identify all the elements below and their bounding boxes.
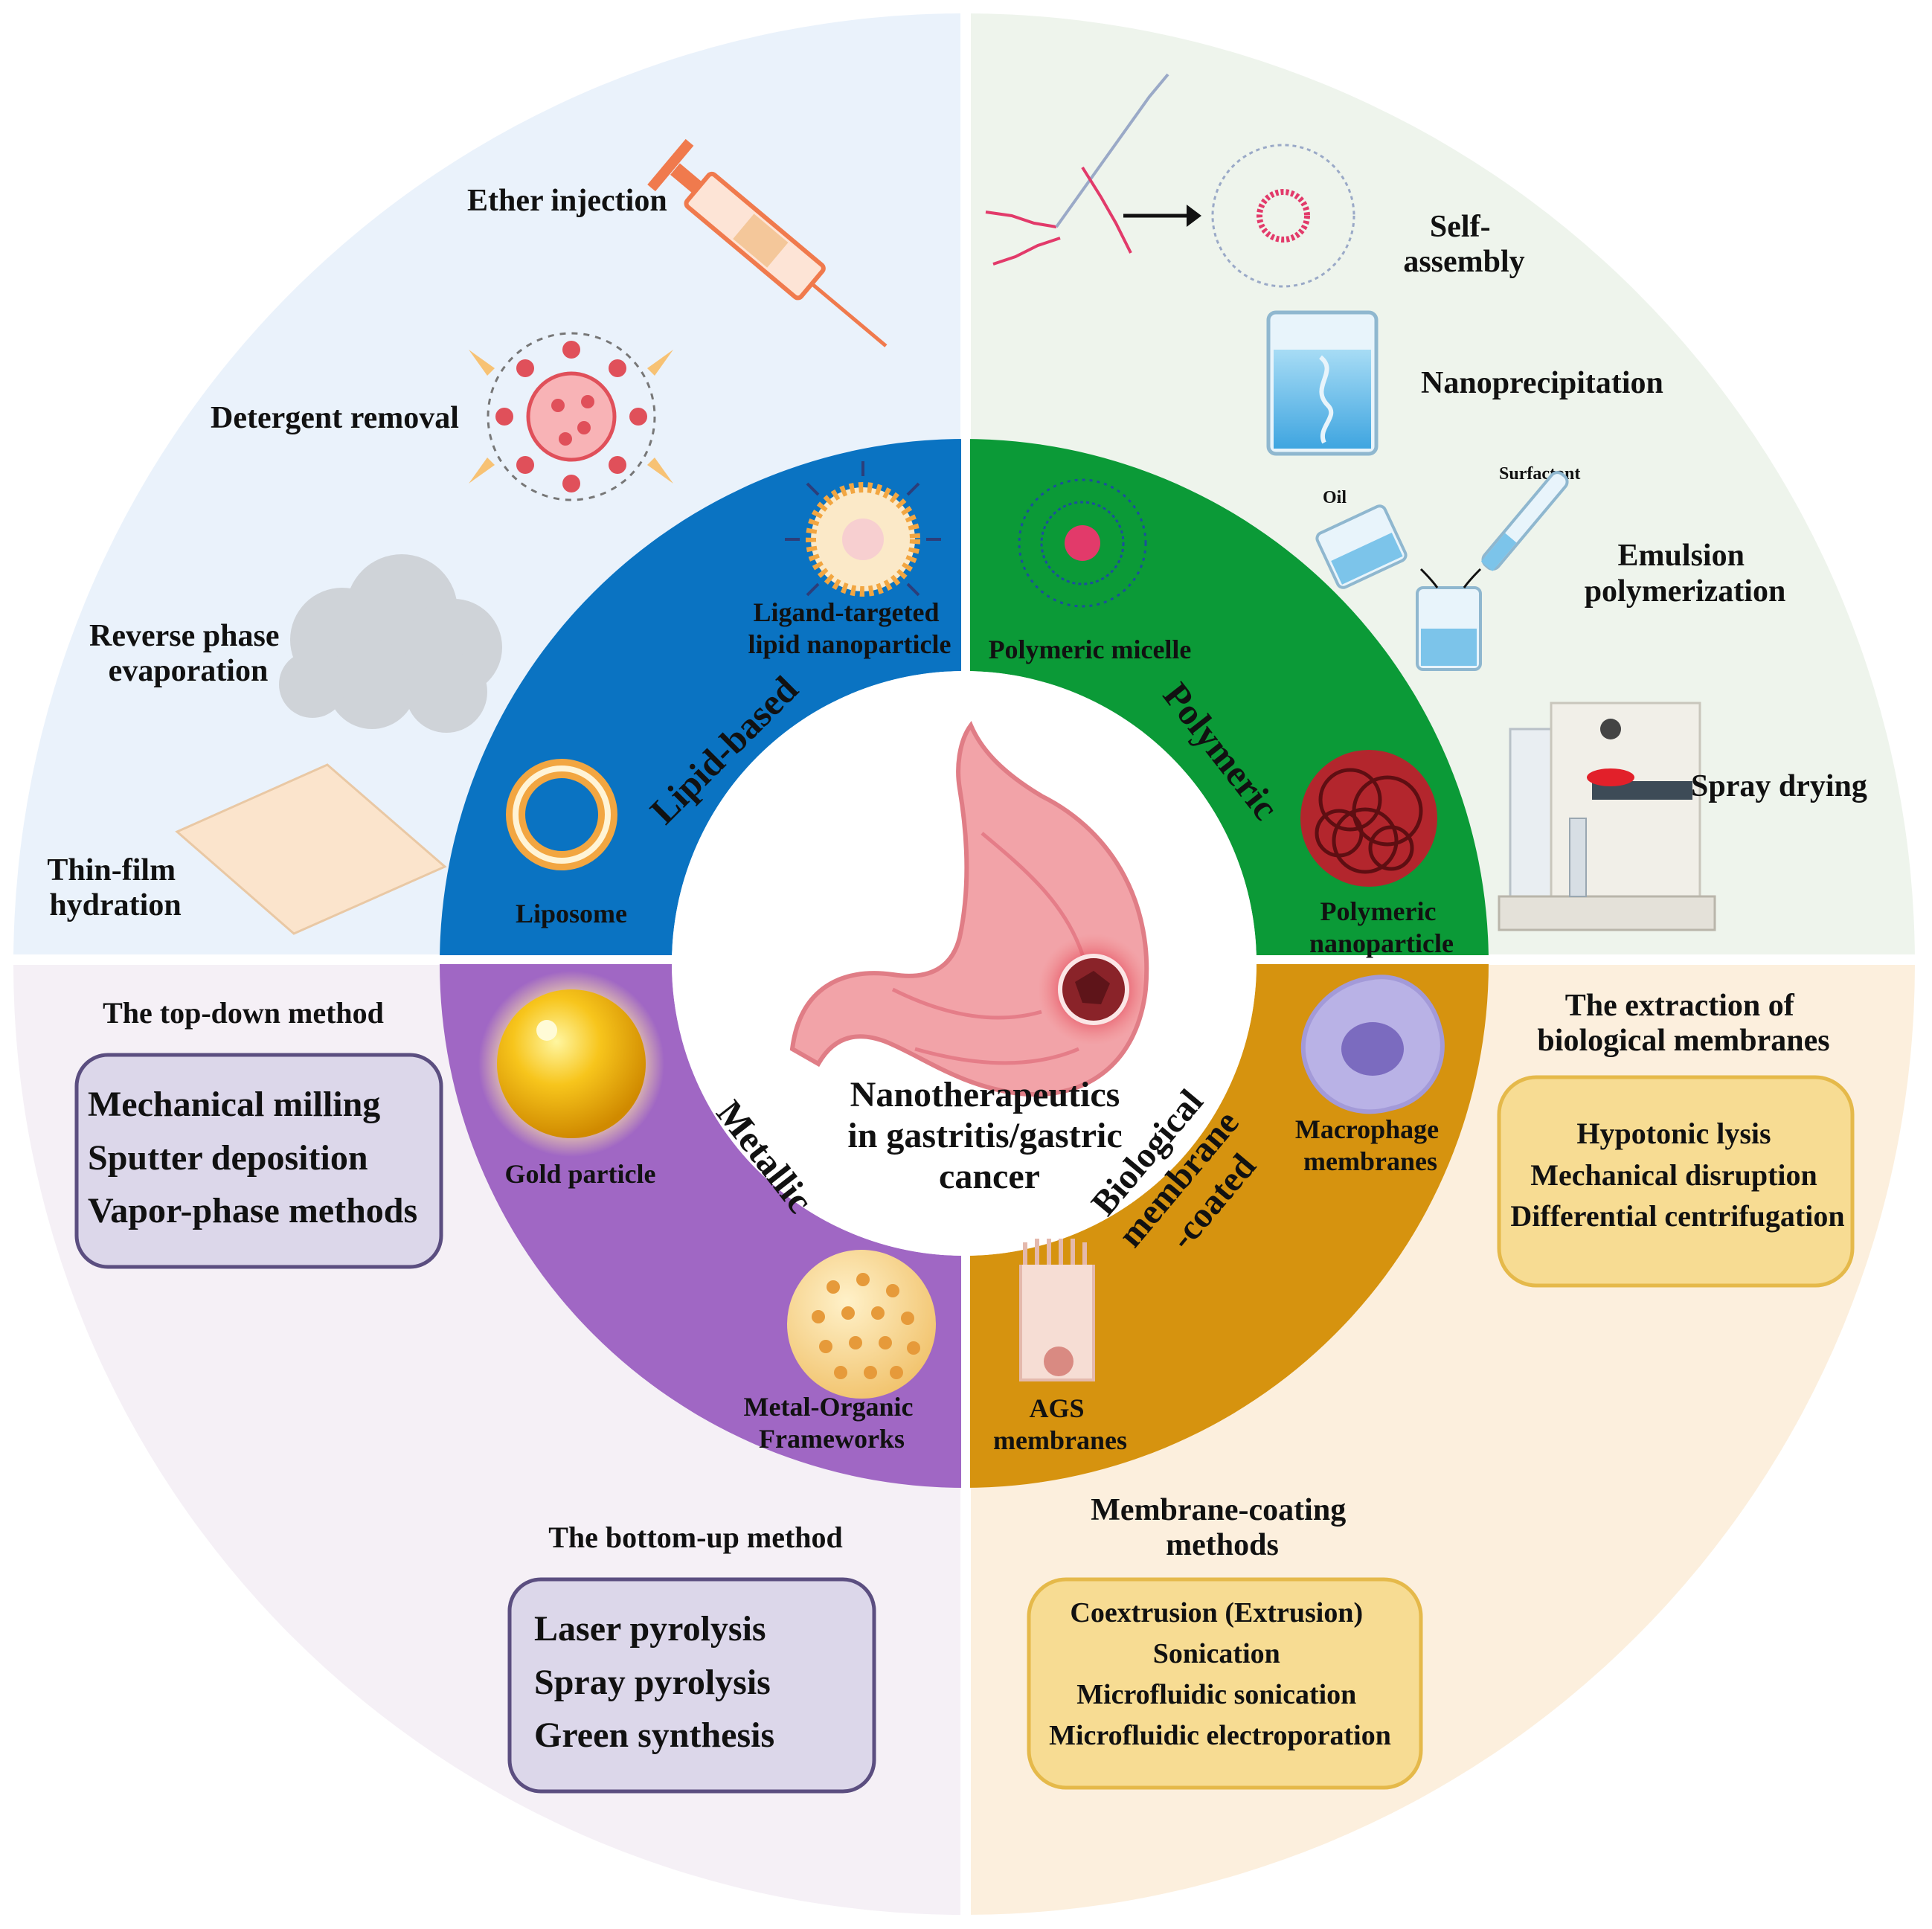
extraction-methods-box (1497, 1075, 1855, 1288)
ags-cell-icon (1019, 1239, 1095, 1381)
metal-organic-framework-icon (787, 1250, 936, 1399)
polymeric-micelle-icon (1018, 478, 1147, 608)
ags-membranes-label: AGS membranes (993, 1393, 1127, 1455)
top-down-methods-box (74, 1053, 443, 1269)
top-down-method-title: The top-down method (103, 996, 384, 1030)
ligand-targeted-lipid-nanoparticle-label: Ligand-targeted lipid nanoparticle (748, 597, 951, 659)
emulsion-polymerization-label: Emulsion polymerization (1585, 539, 1786, 609)
gold-particle-icon (478, 971, 664, 1157)
detergent-micelle-icon (469, 332, 673, 501)
macrophage-membranes-label: Macrophage membranes (1295, 1114, 1445, 1176)
polymeric-micelle-label: Polymeric micelle (989, 635, 1192, 664)
thin-film-hydration-label: Thin-film hydration (47, 853, 183, 922)
gold-particle-label: Gold particle (505, 1159, 656, 1189)
liposome-label: Liposome (516, 899, 627, 928)
emulsion-icon (1315, 471, 1569, 671)
stomach-illustration (789, 721, 1149, 1097)
nanoprecipitation-label: Nanoprecipitation (1421, 366, 1663, 400)
beaker-stirring-icon (1266, 310, 1379, 456)
syringe-icon (647, 138, 888, 347)
thin-film-icon (175, 763, 447, 935)
cloud-icon (279, 554, 502, 733)
macrophage-icon (1300, 975, 1445, 1114)
membrane-coating-methods-box (1027, 1577, 1423, 1790)
reverse-phase-evaporation-label: Reverse phase evaporation (89, 619, 287, 688)
detergent-removal-label: Detergent removal (211, 401, 459, 435)
top-down-methods-list: Mechanical milling Sputter deposition Va… (88, 1085, 417, 1230)
bottom-up-methods-box (507, 1577, 876, 1794)
ether-injection-label: Ether injection (467, 184, 667, 218)
membrane-coating-title: Membrane-coating methods (1091, 1493, 1353, 1562)
spray-dryer-icon (1498, 702, 1716, 931)
extraction-title: The extraction of biological membranes (1537, 989, 1829, 1058)
polymeric-nanoparticle-icon (1300, 750, 1437, 887)
bottom-up-method-title: The bottom-up method (548, 1521, 843, 1554)
extraction-methods-list: Hypotonic lysis Mechanical disruption Di… (1510, 1117, 1844, 1233)
self-assembly-icon (985, 73, 1355, 288)
bottom-up-methods-list: Laser pyrolysis Spray pyrolysis Green sy… (534, 1609, 780, 1755)
liposome-icon (506, 759, 617, 870)
ligand-targeted-lipid-nanoparticle-icon (785, 461, 941, 597)
oil-label: Oil (1323, 488, 1347, 507)
polymeric-nanoparticle-label: Polymeric nanoparticle (1309, 896, 1454, 958)
spray-drying-label: Spray drying (1691, 769, 1867, 803)
self-assembly-label: Self- assembly (1403, 210, 1524, 279)
membrane-coating-methods-list: Coextrusion (Extrusion) Sonication Micro… (1049, 1597, 1391, 1751)
center-title: Nanotherapeutics in gastritis/gastric ca… (847, 1075, 1131, 1196)
metal-organic-frameworks-label: Metal-Organic Frameworks (744, 1392, 920, 1454)
